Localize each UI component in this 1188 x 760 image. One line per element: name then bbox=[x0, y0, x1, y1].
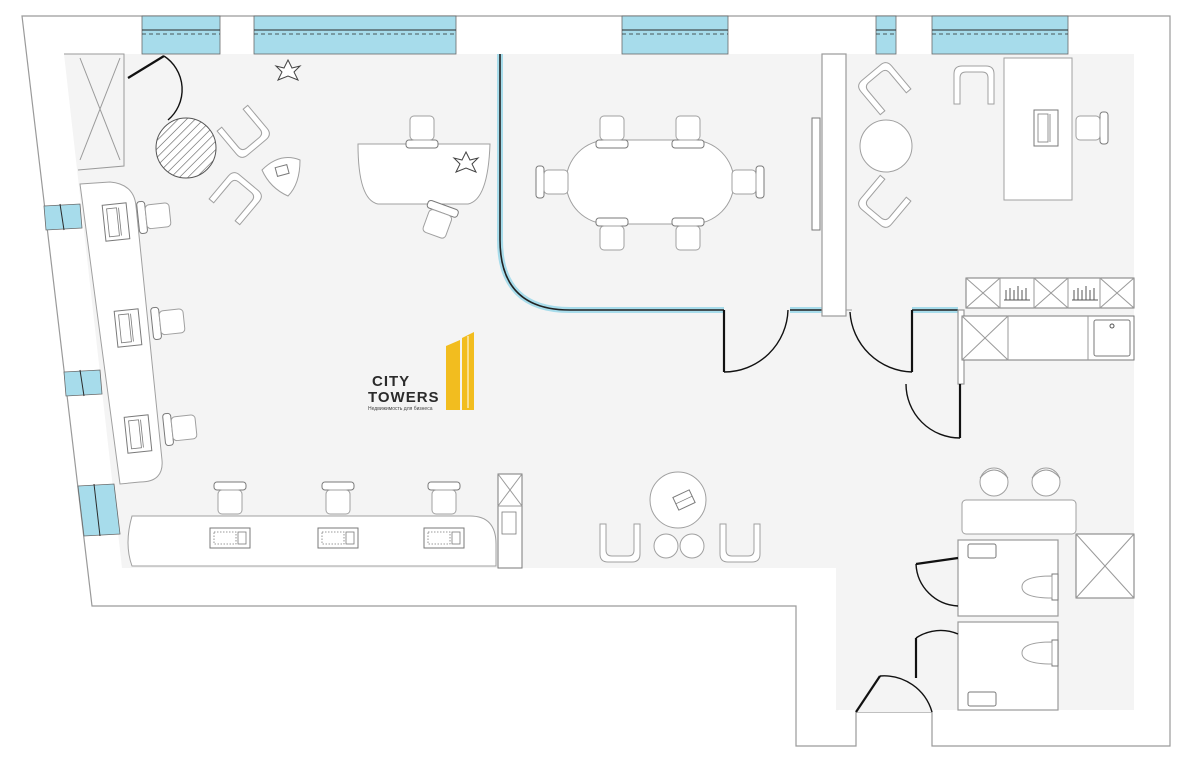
plant-icon bbox=[274, 58, 302, 81]
sink-icon bbox=[1093, 319, 1131, 357]
logo-tagline: Недвижимость для бизнеса bbox=[368, 406, 433, 412]
laptop-icon-table bbox=[672, 489, 696, 511]
storage-closet bbox=[64, 53, 125, 171]
meeting-room-partition bbox=[497, 54, 822, 313]
bar-stool-1 bbox=[979, 467, 1009, 497]
meeting-room-door[interactable] bbox=[722, 309, 789, 373]
top-windows bbox=[141, 15, 1069, 55]
desk-chair-top bbox=[405, 115, 439, 149]
manager-office-door[interactable] bbox=[849, 310, 914, 373]
kitchen-cabinet bbox=[1075, 533, 1135, 599]
sink-icon-wc1 bbox=[967, 543, 997, 559]
sink-icon-wc2 bbox=[967, 691, 997, 707]
triangle-coffee-table bbox=[261, 157, 301, 197]
round-table-hatched bbox=[155, 117, 217, 179]
office-shelving bbox=[965, 277, 1135, 309]
manager-laptop bbox=[1033, 109, 1059, 147]
logo-line1: CITY bbox=[372, 373, 410, 390]
toilet-icon-2 bbox=[1021, 639, 1059, 667]
left-windows bbox=[43, 203, 121, 537]
wc-rooms bbox=[957, 539, 1059, 711]
city-towers-logo: CITY TOWERS Недвижимость для бизнеса bbox=[368, 332, 474, 412]
plant-icon-desk bbox=[452, 150, 480, 173]
logo-tower-mark bbox=[446, 340, 460, 410]
middle-desk bbox=[357, 143, 491, 205]
wc-door-1[interactable] bbox=[915, 556, 959, 607]
bar-stool-2 bbox=[1031, 467, 1061, 497]
wall-panel bbox=[811, 117, 821, 231]
office-round-table bbox=[859, 119, 913, 173]
shelving-icon-bottom bbox=[497, 473, 523, 569]
pouf-1 bbox=[653, 533, 679, 559]
logo-line2: TOWERS bbox=[368, 389, 440, 406]
laptop-icon bbox=[274, 163, 290, 177]
kitchen-counter bbox=[961, 315, 1135, 361]
manager-chair bbox=[1075, 111, 1109, 145]
kitchen-door[interactable] bbox=[905, 383, 962, 439]
entrance-door[interactable] bbox=[855, 675, 933, 713]
closet-door[interactable] bbox=[127, 55, 183, 121]
manager-desk bbox=[1003, 57, 1073, 201]
books-icon bbox=[1004, 286, 1098, 301]
toilet-icon-1 bbox=[1021, 573, 1059, 601]
wc-door-2[interactable] bbox=[914, 629, 959, 678]
meeting-table bbox=[565, 139, 735, 225]
bar-counter bbox=[961, 499, 1077, 535]
wall-column bbox=[821, 53, 847, 317]
pouf-2 bbox=[679, 533, 705, 559]
